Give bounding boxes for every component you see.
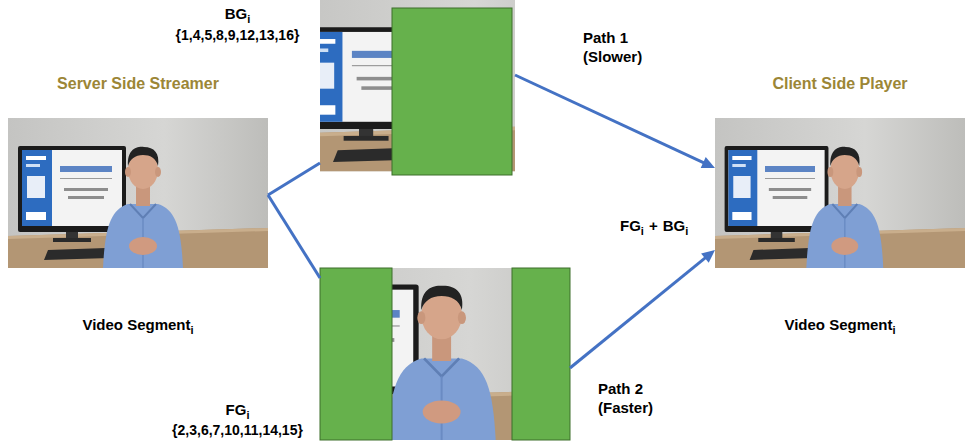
video-frame: Server Side StreamerVideo Segmenti [8, 118, 268, 268]
text-row: Server Side Streamer [8, 74, 268, 93]
text-row: {2,3,6,7,10,11,14,15} [160, 421, 315, 439]
subscript: i [685, 225, 688, 237]
connector-line [570, 257, 706, 368]
path-label: Path 2 (Faster) [598, 379, 670, 417]
label-text: BG [663, 217, 686, 234]
connector [268, 163, 320, 195]
caption-text: Server Side Streamer [57, 75, 219, 92]
arrow-head [701, 157, 715, 168]
caption-text: FG [226, 401, 247, 418]
connector [515, 75, 715, 168]
caption-text: {2,3,6,7,10,11,14,15} [172, 422, 303, 438]
caption-text: Client Side Player [772, 75, 907, 92]
subscript: i [191, 324, 194, 336]
subscript: i [247, 13, 250, 25]
connector-line [268, 195, 320, 278]
subscript: i [893, 324, 896, 336]
text-row: Video Segmenti [715, 315, 965, 336]
video-frame: BGi{1,4,5,8,9,12,13,16} [320, 0, 515, 175]
subscript: i [246, 409, 249, 421]
connector [268, 195, 320, 278]
video-frame: Client Side PlayerVideo Segmenti [715, 118, 965, 268]
connector-line [515, 75, 705, 163]
label-text: FG [620, 217, 641, 234]
arrow-head [701, 250, 715, 263]
caption-text: {1,4,5,8,9,12,13,16} [176, 27, 300, 43]
video-frame: FGi{2,3,6,7,10,11,14,15} [320, 268, 570, 440]
path-label: Path 1 (Slower) [583, 28, 655, 66]
text-row: Client Side Player [715, 74, 965, 93]
connector [570, 250, 715, 368]
connector-line [268, 163, 320, 195]
subscript: i [641, 225, 644, 237]
caption-text: Video Segment [82, 316, 190, 333]
label-text: + [649, 217, 658, 234]
merge-label: FGi+BGi [620, 216, 688, 237]
caption-text: Video Segment [784, 316, 892, 333]
text-row: BGi [160, 4, 315, 25]
text-row: {1,4,5,8,9,12,13,16} [160, 26, 315, 44]
text-row: Video Segmenti [8, 315, 268, 336]
caption-text: BG [225, 5, 248, 22]
text-row: FGi [160, 400, 315, 421]
